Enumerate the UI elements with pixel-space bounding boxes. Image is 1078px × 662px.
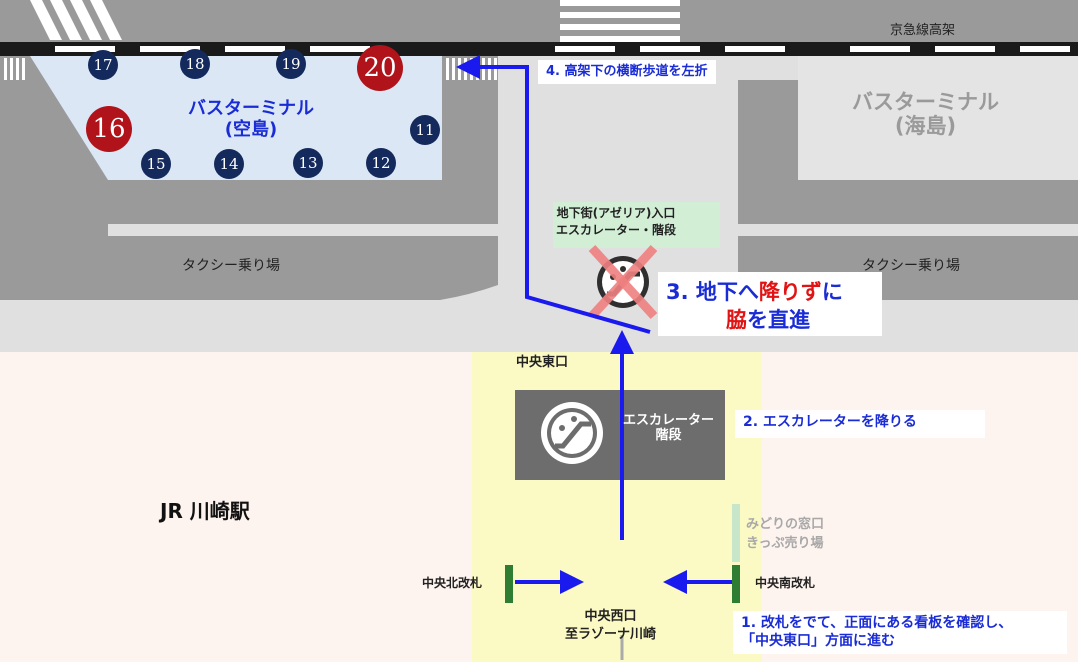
step-3-line2-red: 脇 — [726, 308, 747, 333]
step-3-label: 3. 地下へ降りずに 脇を直進 — [658, 272, 882, 336]
bus-terminal-sora-label: バスターミナル (空島) — [188, 98, 314, 140]
taxi-stand-left-label: タクシー乗り場 — [182, 258, 280, 274]
bus-stop-19: 19 — [276, 49, 306, 79]
crosswalk-top-center — [560, 0, 680, 42]
bus-terminal-sora-island — [30, 56, 442, 180]
ticket-office-label: みどりの窓口 きっぷ売り場 — [746, 517, 825, 551]
central-east-exit-label: 中央東口 — [516, 355, 569, 370]
underground-entrance-box — [553, 202, 720, 248]
south-gate-label: 中央南改札 — [755, 576, 816, 590]
bus-stop-11: 11 — [410, 115, 440, 145]
keikyu-viaduct — [0, 42, 1078, 56]
bus-stop-18: 18 — [180, 49, 210, 79]
bus-stop-20: 20 — [357, 45, 403, 91]
bus-stop-17: 17 — [88, 50, 118, 80]
keikyu-viaduct-label: 京急線高架 — [890, 23, 956, 38]
bus-stop-12: 12 — [366, 148, 396, 178]
step-3-prefix: 3. 地下へ — [666, 280, 759, 304]
taxi-stand-right-label: タクシー乗り場 — [862, 258, 960, 274]
no-escalator-icon — [588, 244, 658, 320]
step-4-label: 4. 高架下の横断歩道を左折 — [538, 60, 716, 85]
step-3-red: 降りず — [758, 280, 822, 304]
station-name-label: JR 川崎駅 — [160, 499, 250, 523]
central-west-exit-label: 中央西口 至ラゾーナ川崎 — [565, 609, 657, 643]
sidewalk — [0, 300, 1078, 352]
south-gate-marker — [732, 565, 740, 603]
route-arrows — [456, 55, 732, 594]
bus-stop-15: 15 — [141, 149, 171, 179]
ticket-office-marker — [732, 504, 740, 562]
escalator-icon — [541, 402, 603, 464]
step-1-label: 1. 改札をでて、正面にある看板を確認し、 「中央東口」方面に進む — [733, 611, 1067, 654]
bus-terminal-umi-label: バスターミナル (海島) — [852, 90, 999, 139]
step-2-label: 2. エスカレーターを降りる — [735, 410, 985, 438]
crosswalk-under-viaduct-left — [4, 58, 25, 80]
escalator-stairs-label: エスカレーター 階段 — [623, 413, 715, 443]
arrow-to-crosswalk — [456, 55, 651, 334]
left-lower-block — [0, 236, 498, 300]
right-island-strip — [738, 224, 1078, 236]
bus-stop-13: 13 — [293, 148, 323, 178]
step-3-suffix: に — [821, 280, 843, 304]
north-gate-label: 中央北改札 — [422, 576, 483, 590]
crosswalk-top-left — [30, 0, 122, 40]
north-gate-marker — [505, 565, 513, 603]
right-island — [798, 55, 1078, 180]
viaduct-segments — [55, 46, 1070, 52]
bus-stop-14: 14 — [214, 149, 244, 179]
sidewalk-curve — [440, 285, 498, 300]
step-3-line2-suffix: を直進 — [747, 308, 810, 333]
underground-entrance-label: 地下街(アゼリア)入口 エスカレーター・階段 — [556, 206, 677, 237]
bus-stop-16: 16 — [86, 106, 132, 152]
left-island-strip — [108, 224, 498, 236]
